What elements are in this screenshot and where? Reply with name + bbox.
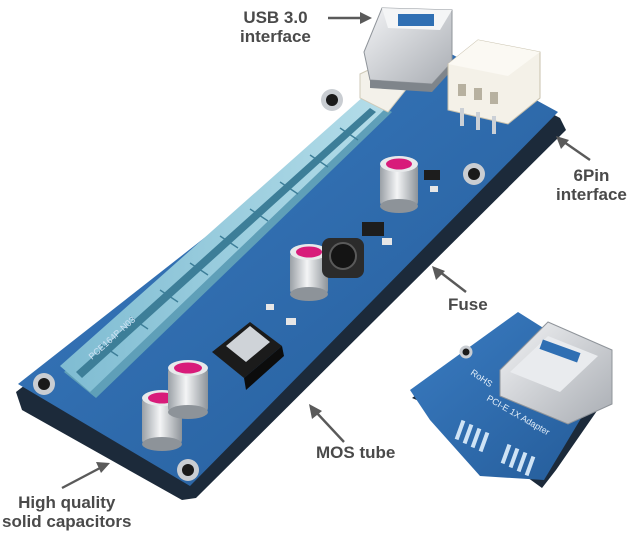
riser-board: PCE164P-N03 [16,7,566,500]
pcie-x16-slot [60,55,421,398]
label-six-pin-line1: 6Pin [573,166,610,185]
arrow-six-pin [556,136,591,161]
arrow-mos [309,404,345,443]
label-six-pin-line2: interface [556,185,627,204]
usb-port-adapter [499,321,613,425]
label-fuse: Fuse [448,295,488,314]
arrow-fuse [432,266,467,293]
label-capacitors-line2: solid capacitors [2,512,132,531]
label-usb-line2: interface [240,27,311,46]
riser-board-face [18,50,558,486]
inductor [322,238,364,278]
label-mos-line1: MOS tube [316,443,396,462]
capacitor-right [380,156,418,213]
six-pin-connector [447,39,541,134]
mos-tube [212,322,284,390]
capacitor-center [290,244,328,301]
arrow-capacitors [61,462,110,490]
mounting-holes [33,89,485,481]
arrow-usb [328,12,372,24]
pcie-1x-adapter: RoHS PCI-E 1X Adapter [410,312,613,488]
fuse-component [266,170,440,325]
label-fuse-line1: Fuse [448,295,488,314]
label-capacitors-line1: High quality [18,493,116,512]
label-six-pin-interface: 6Pin interface [556,166,627,204]
callout-arrows [61,12,591,490]
label-capacitors: High quality solid capacitors [2,493,131,531]
capacitor-middle [168,360,208,419]
label-usb-interface: USB 3.0 interface [240,8,311,46]
usb-port-riser [363,7,453,92]
label-usb-line1: USB 3.0 [243,8,308,27]
label-mos-tube: MOS tube [316,443,395,462]
adapter-edge-connector [454,419,536,477]
